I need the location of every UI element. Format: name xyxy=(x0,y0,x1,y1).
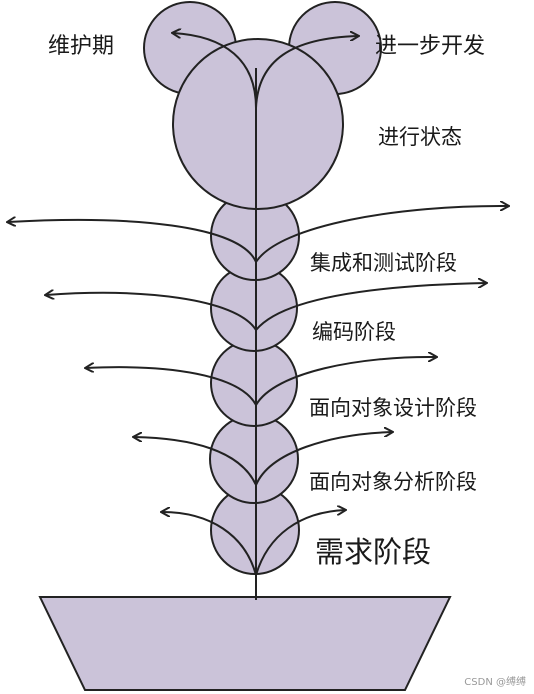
arrow-requirements-left xyxy=(162,512,257,576)
arrow-design-right xyxy=(255,357,436,406)
arrow-analysis-left xyxy=(134,437,257,486)
label-requirements: 需求阶段 xyxy=(315,535,432,569)
label-oo-analysis: 面向对象分析阶段 xyxy=(309,470,477,494)
oo-analysis-circle xyxy=(209,414,299,504)
label-oo-design: 面向对象设计阶段 xyxy=(309,396,477,420)
arrow-requirements-right xyxy=(255,510,345,576)
arrow-integration-right xyxy=(255,206,508,263)
label-integration-testing: 集成和测试阶段 xyxy=(310,251,457,275)
watermark: CSDN @缚缚 xyxy=(464,677,526,688)
branch-arrows xyxy=(8,33,508,576)
arrow-design-left xyxy=(86,367,257,406)
label-further-development: 进一步开发 xyxy=(375,34,486,59)
label-operation: 进行状态 xyxy=(378,125,462,149)
arrow-coding-left xyxy=(46,293,257,331)
label-maintenance: 维护期 xyxy=(48,34,115,59)
arrow-integration-left xyxy=(8,220,257,263)
operation-circle xyxy=(172,38,344,210)
pot-shape xyxy=(38,596,452,691)
arrow-analysis-right xyxy=(255,432,392,486)
arrow-further-development xyxy=(255,36,358,109)
label-coding: 编码阶段 xyxy=(312,320,396,344)
arrow-maintenance xyxy=(173,33,257,109)
arrow-coding-right xyxy=(255,283,486,331)
